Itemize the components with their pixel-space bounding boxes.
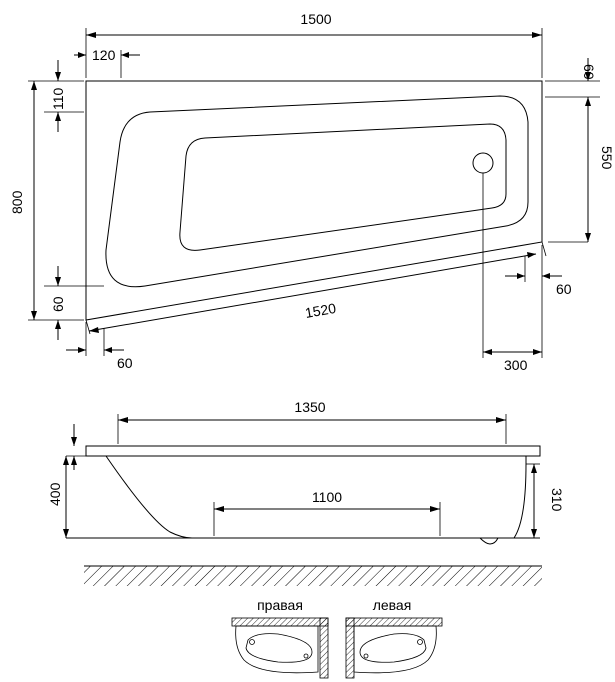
- variant-left-label: левая: [373, 597, 412, 613]
- dim-overall-length: 1500: [300, 11, 331, 27]
- dim-diagonal-length: 1520: [304, 300, 338, 321]
- dim-left-bottom-offset: 60: [50, 296, 66, 312]
- top-view-inner-basin: [105, 95, 529, 288]
- variant-right: правая: [231, 597, 329, 679]
- dim-bottom-left-offset: 60: [117, 355, 133, 371]
- dim-left-offset: 120: [92, 47, 116, 63]
- ground-hatch: [84, 565, 542, 586]
- top-view-bottom-contour: [179, 123, 507, 251]
- dim-left-top-offset: 110: [50, 87, 66, 110]
- drain-icon: [472, 152, 494, 174]
- top-view: 1500 120 60 550 110 800: [9, 11, 615, 373]
- dim-bottom-length: 1100: [312, 489, 342, 505]
- dim-right-top-offset: 60: [581, 64, 597, 80]
- variant-right-label: правая: [257, 597, 303, 613]
- dim-overall-width: 800: [9, 190, 25, 214]
- dim-right-width: 550: [599, 146, 615, 170]
- dim-right-bottom-offset: 60: [556, 281, 572, 297]
- side-view-rim: [85, 445, 541, 457]
- dim-inner-length: 1350: [294, 399, 325, 415]
- side-view-body: [105, 455, 527, 545]
- side-view: 1350 1100 400 310: [47, 399, 565, 545]
- variant-left: левая: [345, 597, 443, 679]
- dim-rim-height: 310: [549, 488, 565, 512]
- dim-height: 400: [47, 482, 63, 506]
- dim-drain-offset: 300: [504, 357, 528, 373]
